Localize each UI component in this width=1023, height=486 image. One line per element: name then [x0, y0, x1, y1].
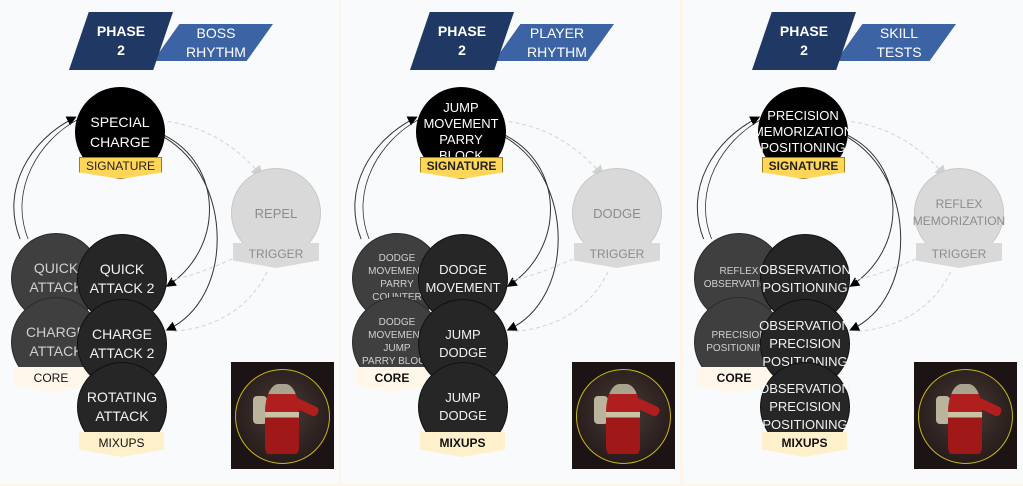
phase-badge: PHASE 2: [69, 12, 173, 70]
arrow-signature-to-mixup-2: [847, 137, 902, 331]
arrow-core-to-signature-2: [21, 119, 79, 240]
boss-portrait-image: [572, 362, 675, 469]
arrow-trigger-to-mixup-1: [512, 258, 574, 281]
arrow-trigger-to-mixup-2: [854, 271, 952, 333]
arrow-core-to-signature-2: [362, 119, 420, 240]
arrow-trigger-to-mixup-1: [854, 258, 916, 281]
arrow-signature-to-trigger: [850, 121, 947, 178]
arrow-signature-to-mixup-2: [164, 137, 218, 331]
arrow-signature-to-trigger: [167, 121, 264, 178]
arrow-core-to-signature-2: [705, 119, 762, 240]
portrait-figure: [948, 384, 982, 454]
flow-arrows: [696, 116, 952, 333]
arrow-signature-to-mixup-2: [505, 137, 559, 331]
arrow-trigger-to-mixup-1: [171, 258, 233, 281]
boss-portrait-image: [231, 362, 334, 469]
arrow-core-to-signature: [354, 116, 418, 240]
portrait-armor: [936, 396, 950, 424]
phase-badge: PHASE 2: [752, 12, 856, 70]
arrow-signature-to-mixup-1: [845, 133, 894, 287]
arrow-core-to-signature: [696, 116, 761, 240]
panel-skill-tests: PHASE 2 SKILL TESTS PRECISION MEMORIZATI…: [683, 0, 1023, 484]
arrow-core-to-signature: [13, 116, 77, 240]
portrait-figure: [606, 384, 640, 454]
phase-badge: PHASE 2: [410, 12, 514, 70]
arrow-signature-to-mixup-1: [503, 133, 551, 287]
mixup-node-1: OBSERVATION POSITIONING: [759, 234, 851, 324]
panel-boss-rhythm: PHASE 2 BOSS RHYTHM SPECIAL CHARGE SIGNA…: [0, 0, 339, 484]
signature-tag: SIGNATURE: [420, 157, 503, 179]
signature-tag: SIGNATURE: [79, 157, 162, 179]
flow-arrows: [354, 116, 609, 333]
portrait-figure: [265, 384, 299, 454]
flow-arrows: [13, 116, 268, 333]
portrait-armor: [594, 396, 608, 424]
boss-portrait-image: [914, 362, 1017, 469]
portrait-armor: [253, 396, 267, 424]
arrow-signature-to-mixup-1: [162, 133, 210, 287]
arrow-trigger-to-mixup-2: [171, 271, 268, 333]
panel-player-rhythm: PHASE 2 PLAYER RHYTHM JUMP MOVEMENT PARR…: [341, 0, 680, 484]
arrow-trigger-to-mixup-2: [512, 271, 609, 333]
signature-tag: SIGNATURE: [762, 157, 845, 179]
arrow-signature-to-trigger: [508, 121, 605, 178]
